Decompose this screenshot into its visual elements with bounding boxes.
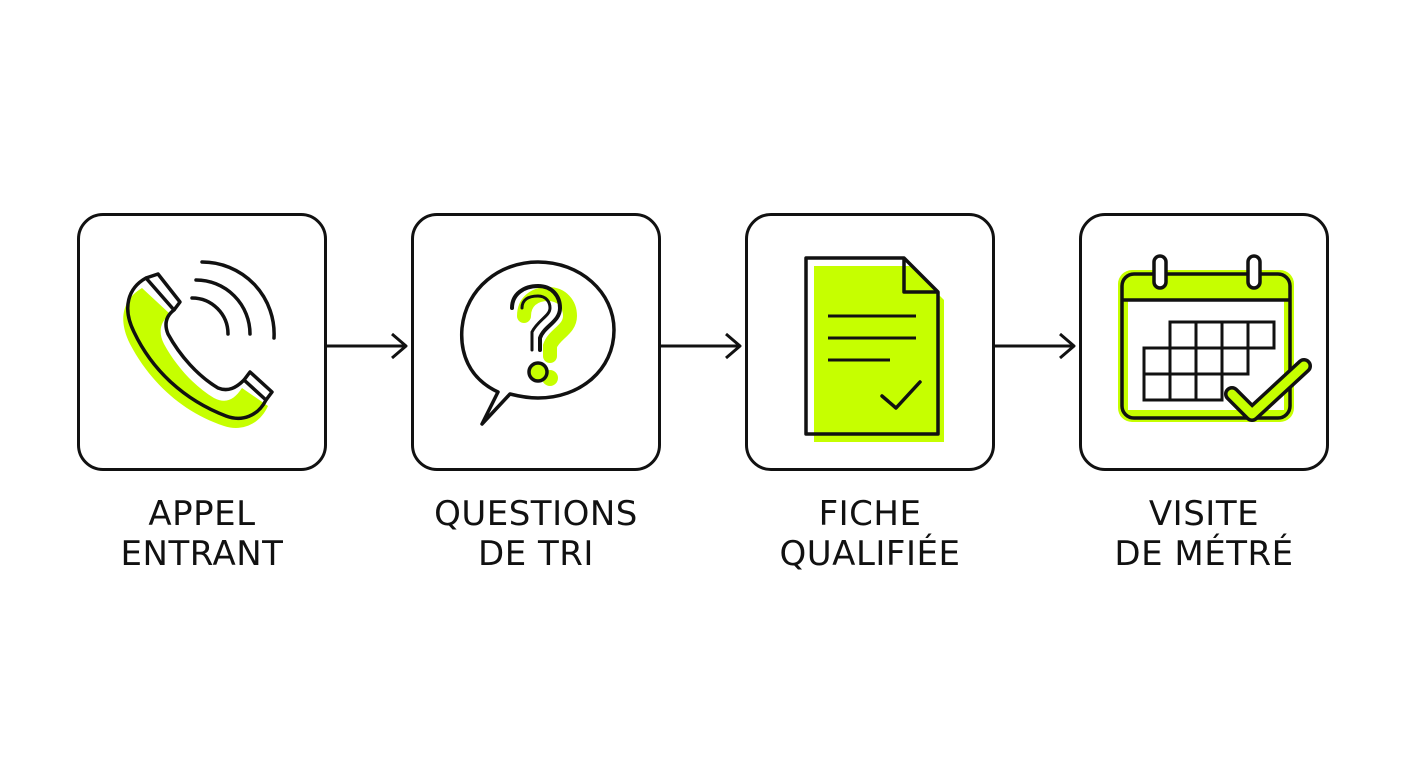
step-label-line-2: ENTRANT	[120, 534, 284, 574]
step-label-screening-questions: QUESTIONS DE TRI	[386, 494, 686, 574]
question-bubble-icon	[459, 260, 616, 426]
flow-arrow-2	[660, 332, 742, 360]
step-box-qualified-sheet	[745, 213, 995, 471]
step-label-line-2: DE MÉTRÉ	[1114, 534, 1294, 574]
step-box-measurement-visit	[1079, 213, 1329, 471]
calendar-check-icon	[1118, 254, 1312, 422]
step-label-qualified-sheet: FICHE QUALIFIÉE	[720, 494, 1020, 574]
step-label-line-2: QUALIFIÉE	[779, 534, 961, 574]
step-box-incoming-call	[77, 213, 327, 471]
phone-icon	[123, 260, 276, 428]
step-label-line-1: APPEL	[148, 494, 256, 534]
flow-arrow-3	[994, 332, 1076, 360]
step-label-line-2: DE TRI	[478, 534, 594, 574]
qualified-document-icon	[804, 256, 944, 442]
step-box-screening-questions	[411, 213, 661, 471]
step-label-incoming-call: APPEL ENTRANT	[52, 494, 352, 574]
step-label-line-1: VISITE	[1148, 494, 1260, 534]
step-label-measurement-visit: VISITE DE MÉTRÉ	[1054, 494, 1354, 574]
step-label-line-1: FICHE	[818, 494, 922, 534]
step-label-line-1: QUESTIONS	[434, 494, 638, 534]
flow-arrow-1	[326, 332, 408, 360]
